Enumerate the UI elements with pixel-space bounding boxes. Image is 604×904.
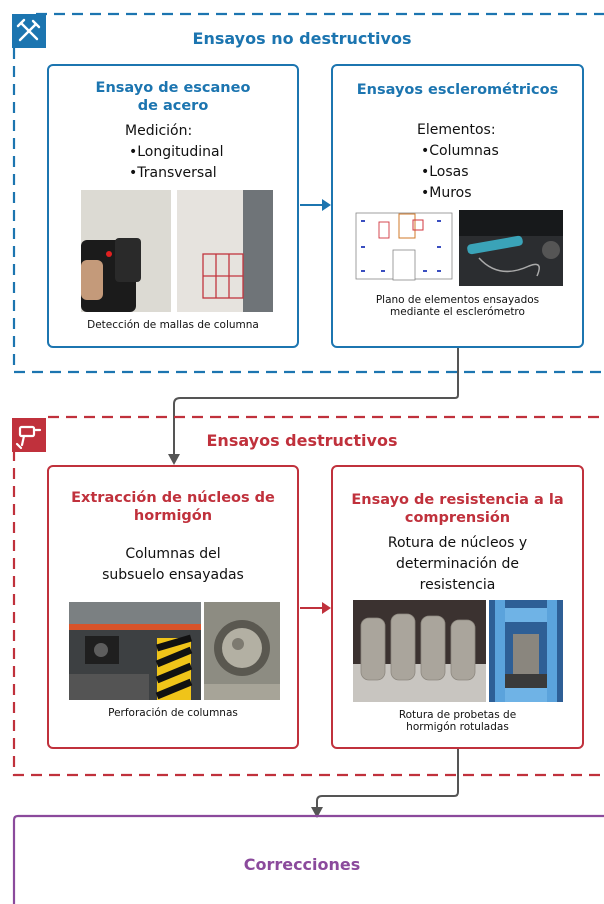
measurement-item-transversal: •Transversal (129, 165, 217, 181)
compression-title-line2: comprensión (404, 510, 511, 526)
sclerometer-caption-line1: Plano de elementos ensayados (375, 294, 540, 306)
sclerometer-caption: Plano de elementos ensayados mediante el… (333, 294, 582, 318)
ndt-section-title: Ensayos no destructivos (192, 29, 412, 48)
measurement-item-longitudinal: •Longitudinal (129, 144, 224, 160)
compression-machine-photo (489, 600, 563, 702)
drilling-photo (69, 602, 201, 700)
compression-title-line1: Ensayo de resistencia a la (351, 492, 564, 508)
ndt-flow-arrow (300, 199, 331, 211)
hammer-drill-icon (12, 418, 46, 452)
core-extraction-text-line1: Columnas del (125, 546, 221, 562)
elements-list: Elementos: •Columnas •Losas •Muros (417, 120, 499, 204)
elements-item-slabs: •Losas (421, 164, 469, 180)
elements-item-columns: •Columnas (421, 143, 499, 159)
measurement-heading: Medición: (125, 123, 193, 139)
compression-text-line3: resistencia (419, 577, 496, 593)
compression-test-card-title: Ensayo de resistencia a la comprensión (333, 491, 582, 527)
sclerometer-card: Ensayos esclerométricos Elementos: •Colu… (331, 64, 584, 348)
dt-section-border (12, 415, 604, 777)
core-extraction-title-line2: hormigón (133, 508, 213, 524)
core-extraction-title-line1: Extracción de núcleos de (71, 490, 275, 506)
compression-caption-line1: Rotura de probetas de (398, 709, 517, 721)
floor-plan-drawing (353, 210, 455, 286)
core-hole-photo (204, 602, 280, 700)
core-extraction-caption: Perforación de columnas (108, 707, 238, 719)
core-extraction-text-line2: subsuelo ensayadas (102, 567, 244, 583)
column-grid-photo (177, 190, 273, 312)
sclerometer-card-title: Ensayos esclerométricos (356, 82, 559, 98)
dt-section-title: Ensayos destructivos (206, 431, 398, 450)
compression-caption-line2: hormigón rotuladas (406, 721, 509, 733)
sclerometer-caption-line2: mediante el esclerómetro (390, 306, 525, 318)
ndt-to-dt-connector (168, 348, 459, 465)
steel-scan-card: Ensayo de escaneo de acero Medición: •Lo… (47, 64, 299, 348)
compression-test-text: Rotura de núcleos y determinación de res… (333, 533, 582, 596)
ndt-section-border (12, 12, 604, 374)
dt-flow-arrow (300, 602, 331, 614)
elements-item-walls: •Muros (421, 185, 472, 201)
tools-icon (12, 14, 46, 48)
scanner-photo (81, 190, 171, 312)
core-extraction-text: Columnas del subsuelo ensayadas (49, 544, 297, 586)
steel-scan-caption: Detección de mallas de columna (87, 319, 259, 331)
core-extraction-card: Extracción de núcleos de hormigón Column… (47, 465, 299, 749)
dt-to-corrections-connector (311, 749, 459, 818)
compression-text-line1: Rotura de núcleos y (387, 535, 528, 551)
corrections-title: Correcciones (243, 855, 361, 874)
compression-caption: Rotura de probetas de hormigón rotuladas (333, 709, 582, 733)
measurement-list: Medición: •Longitudinal •Transversal (125, 121, 224, 184)
steel-scan-title-line2: de acero (137, 98, 209, 114)
steel-scan-title-line1: Ensayo de escaneo (95, 80, 251, 96)
core-extraction-card-title: Extracción de núcleos de hormigón (49, 489, 297, 525)
steel-scan-card-title: Ensayo de escaneo de acero (49, 79, 297, 115)
sclerometer-photo (459, 210, 563, 286)
corrections-box (12, 814, 604, 904)
elements-heading: Elementos: (417, 122, 496, 138)
compression-text-line2: determinación de (395, 556, 520, 572)
compression-test-card: Ensayo de resistencia a la comprensión R… (331, 465, 584, 749)
concrete-cores-photo (353, 600, 486, 702)
